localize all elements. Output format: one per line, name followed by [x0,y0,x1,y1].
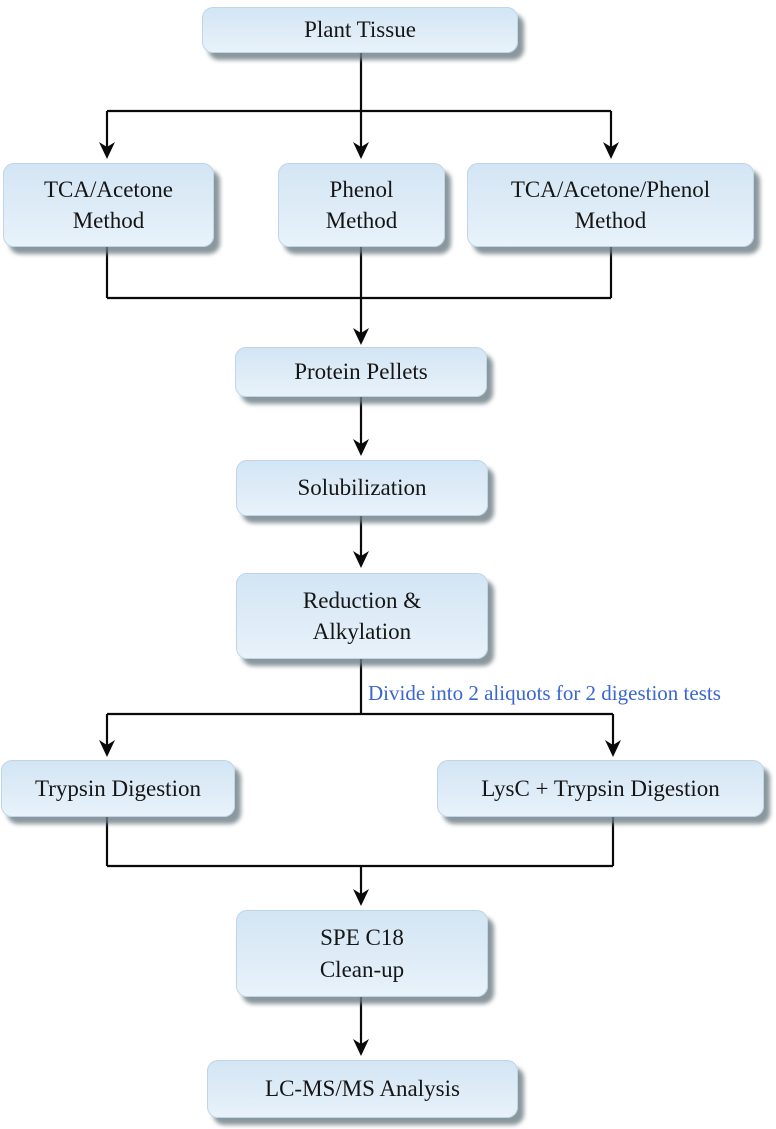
aliquot-annotation: Divide into 2 aliquots for 2 digestion t… [368,681,721,705]
node-phenol-method: Phenol Method [278,163,445,247]
node-protein-pellets: Protein Pellets [235,347,487,397]
node-spe-c18-cleanup: SPE C18 Clean-up [236,910,488,997]
node-lysc-trypsin-digestion: LysC + Trypsin Digestion [437,760,764,817]
node-solubilization: Solubilization [236,460,488,516]
node-tca-acetone-method: TCA/Acetone Method [3,163,214,247]
node-trypsin-digestion: Trypsin Digestion [1,760,235,817]
node-lcms-analysis: LC-MS/MS Analysis [207,1060,518,1118]
node-reduction-alkylation: Reduction & Alkylation [236,573,488,659]
edge-protein-pellets-to-solubilization [353,397,369,456]
node-tca-acetone-phenol-method: TCA/Acetone/Phenol Method [467,163,754,247]
node-plant-tissue: Plant Tissue [202,7,518,53]
edge-digestions-to-spe [105,817,615,906]
edge-spe-to-lcms [353,997,369,1056]
edge-plant-tissue-to-methods [99,53,619,159]
edge-reduction-to-digestions [99,659,621,757]
edge-solubilization-to-reduction [353,516,369,568]
edge-methods-to-protein-pellets [105,247,613,345]
